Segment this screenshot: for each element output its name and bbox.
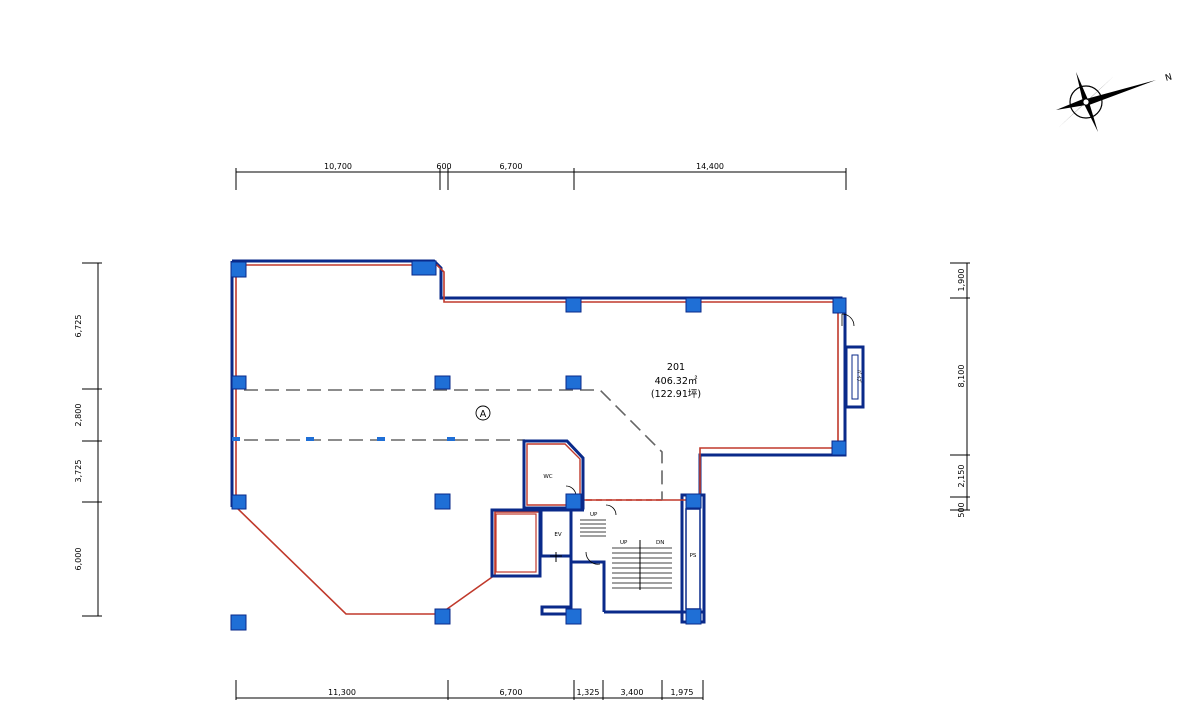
side-unit-label: ﾊﾟｲﾌﾟ (855, 370, 862, 384)
top-dim-2: 600 (436, 162, 451, 171)
door-swing-icon (841, 313, 855, 327)
column (685, 493, 702, 509)
room-tsubo: (122.91坪) (651, 388, 701, 400)
bottom-dim-4: 3,400 (621, 688, 644, 697)
column (434, 493, 451, 510)
top-dim-3: 6,700 (500, 162, 523, 171)
right-dim-1: 1,900 (957, 269, 966, 292)
wc-label: WC (543, 474, 552, 480)
bottom-dim-3: 1,325 (577, 688, 600, 697)
structural-columns (230, 260, 847, 631)
main-stair: UP DN (612, 540, 672, 590)
room-area: 406.32㎡ (655, 376, 698, 387)
left-dim-2: 2,800 (74, 404, 83, 427)
top-dimension-line: 10,700 600 6,700 14,400 (235, 162, 847, 190)
north-letter: N (1164, 72, 1173, 83)
bottom-dim-1: 11,300 (328, 688, 356, 697)
bottom-dimension-line: 11,300 6,700 1,325 3,400 1,975 (235, 680, 704, 700)
top-dim-1: 10,700 (324, 162, 352, 171)
bottom-dim-5: 1,975 (671, 688, 694, 697)
right-dim-4: 500 (957, 502, 966, 517)
stair-up-label: UP (620, 540, 628, 546)
landing-up-label: UP (590, 512, 598, 518)
column (565, 297, 582, 313)
shaft-box (490, 508, 542, 578)
left-dim-1: 6,725 (74, 315, 83, 338)
zone-outline: A (244, 389, 663, 500)
column (831, 440, 847, 456)
column (565, 493, 582, 510)
landing-stair: UP (580, 504, 617, 565)
elevator: EV (539, 508, 573, 562)
right-dim-3: 2,150 (957, 465, 966, 488)
ps-label: PS (690, 553, 697, 559)
stair-dn-label: DN (656, 540, 664, 546)
right-dim-2: 8,100 (957, 365, 966, 388)
column (231, 494, 247, 510)
left-dim-3: 3,725 (74, 460, 83, 483)
door-swing-icon (605, 504, 617, 516)
column (434, 375, 451, 390)
column (832, 297, 847, 314)
zone-label: A (480, 409, 487, 420)
column (230, 261, 247, 278)
door-swing-icon (585, 551, 601, 565)
room-info: 201 406.32㎡ (122.91坪) (651, 362, 701, 400)
left-dim-4: 6,000 (74, 548, 83, 571)
core-walls (540, 508, 606, 616)
column (231, 375, 247, 390)
column (230, 614, 247, 631)
room-number: 201 (667, 362, 685, 373)
column (685, 297, 702, 313)
right-dimension-line: 1,900 8,100 2,150 500 (950, 262, 970, 518)
column (411, 260, 437, 276)
left-dimension-line: 6,725 2,800 3,725 6,000 (74, 262, 102, 617)
ev-label: EV (554, 532, 561, 538)
bottom-dim-2: 6,700 (500, 688, 523, 697)
top-dim-4: 14,400 (696, 162, 724, 171)
column (685, 608, 702, 625)
pipe-shaft: PS (685, 508, 701, 610)
zone-marker (475, 405, 491, 421)
column (565, 375, 582, 390)
column (434, 608, 451, 625)
column (565, 608, 582, 625)
north-arrow-icon: N (1056, 72, 1173, 132)
